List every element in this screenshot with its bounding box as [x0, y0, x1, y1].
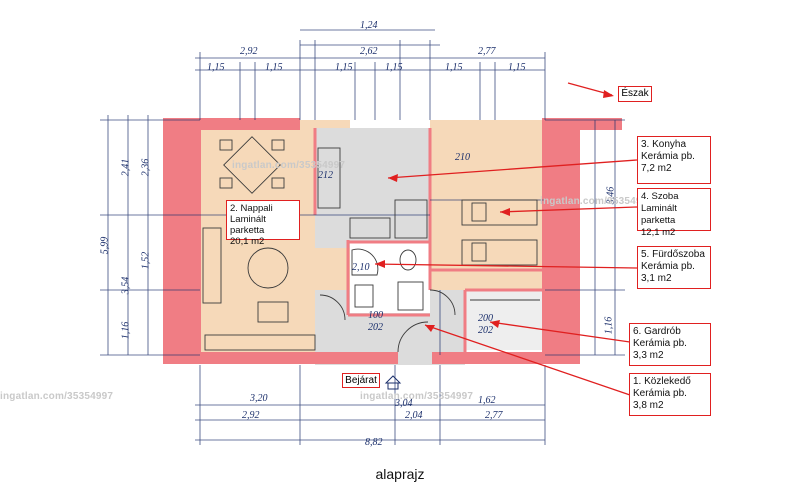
room-floor: Laminált parketta: [230, 214, 266, 236]
dim-right-lower: 1,16: [603, 316, 615, 335]
room-label-living-room: 2. Nappali Laminált parketta 20,1 m2: [226, 200, 300, 247]
dim-top-seg-2: 1,15: [265, 62, 283, 73]
room-area: 7,2 m2: [641, 163, 672, 174]
room-area: 3,1 m2: [641, 273, 672, 284]
dim-kitchen-h1: 212: [318, 170, 333, 181]
room-label-bedroom: 4. Szoba Laminált parketta 12,1 m2: [637, 188, 711, 238]
room-number: 6. Gardrób: [633, 326, 681, 337]
dim-bottom-left: 2,92: [242, 410, 260, 421]
room-area: 3,3 m2: [633, 350, 664, 361]
room-number: 4. Szoba: [641, 191, 679, 202]
wall-top-right-ext: [580, 118, 620, 130]
room-number: 2. Nappali: [230, 203, 273, 214]
dim-bottom-right-upper: 1,62: [478, 395, 496, 406]
room-floor: Kerámia pb.: [641, 151, 695, 162]
room-number: 5. Fürdőszoba: [641, 249, 705, 260]
wall-left: [163, 118, 201, 363]
room-floor: Laminált parketta: [641, 203, 677, 226]
dim-bottom-right: 2,77: [485, 410, 503, 421]
watermark-3: ingatlan.com/35354997: [0, 391, 114, 402]
entrance-label: Bejárat: [342, 373, 380, 388]
dim-left-mid: 3,54: [120, 276, 132, 295]
dim-top-seg-4: 1,15: [385, 62, 403, 73]
room-area: 20,1 m2: [230, 236, 265, 247]
dim-bath-h: 2,10: [352, 262, 370, 273]
dim-top-mid-upper: 1,24: [360, 20, 378, 31]
dim-top-seg-3: 1,15: [335, 62, 353, 73]
room-floor: Kerámia pb.: [633, 338, 687, 349]
room-floor: Kerámia pb.: [641, 261, 695, 272]
wardrobe-floor: [465, 290, 545, 350]
dim-left-upper-inner: 2,36: [140, 158, 152, 177]
room-number: 1. Közlekedő: [633, 376, 691, 387]
dim-left-lower: 1,16: [120, 321, 132, 340]
room-area: 3,8 m2: [633, 400, 664, 411]
room-label-bathroom: 5. Fürdőszoba Kerámia pb. 3,1 m2: [637, 246, 711, 289]
wall-bottom-left: [163, 352, 398, 364]
dim-top-right: 2,77: [478, 46, 496, 57]
dim-bottom-overall: 3,20: [250, 393, 268, 404]
room-number: 3. Konyha: [641, 139, 687, 150]
dim-corr-h2: 202: [368, 322, 383, 333]
watermark-4: ingatlan.com/35354997: [360, 391, 474, 402]
dim-bottom-mid-upper: 3,04: [395, 398, 413, 409]
dim-bottom-mid: 2,04: [405, 410, 423, 421]
dim-top-seg-5: 1,15: [445, 62, 463, 73]
bathroom-floor: [350, 243, 430, 313]
bedroom-floor: [430, 120, 545, 290]
room-label-corridor: 1. Közlekedő Kerámia pb. 3,8 m2: [629, 373, 711, 416]
dim-left-mid-inner: 1,52: [140, 251, 152, 270]
dim-top-mid: 2,62: [360, 46, 378, 57]
house-icon: [384, 375, 402, 390]
room-floor: Kerámia pb.: [633, 388, 687, 399]
dim-left-upper: 2,41: [120, 158, 132, 177]
watermark-1: ingatlan.com/35354997: [232, 160, 346, 171]
kitchen-floor: [315, 128, 430, 248]
room-label-wardrobe: 6. Gardrób Kerámia pb. 3,3 m2: [629, 323, 711, 366]
wall-right: [542, 118, 580, 363]
watermark-2: ingatlan.com/35354997: [540, 196, 654, 207]
room-area: 12,1 m2: [641, 227, 676, 238]
dim-left-total: 5,99: [99, 236, 111, 255]
dim-top-seg-6: 1,15: [508, 62, 526, 73]
dim-bottom-total: 8,82: [365, 437, 383, 448]
dim-corr-h1: 100: [368, 310, 383, 321]
north-label: Észak: [618, 86, 652, 102]
dim-kitchen-h2: 210: [455, 152, 470, 163]
room-label-kitchen: 3. Konyha Kerámia pb. 7,2 m2: [637, 136, 711, 184]
dim-top-seg-1: 1,15: [207, 62, 225, 73]
dim-top-left: 2,92: [240, 46, 258, 57]
dim-gard-h2: 202: [478, 325, 493, 336]
dim-gard-h1: 200: [478, 313, 493, 324]
caption: alaprajz: [375, 466, 425, 482]
wall-bottom-right: [432, 352, 580, 364]
